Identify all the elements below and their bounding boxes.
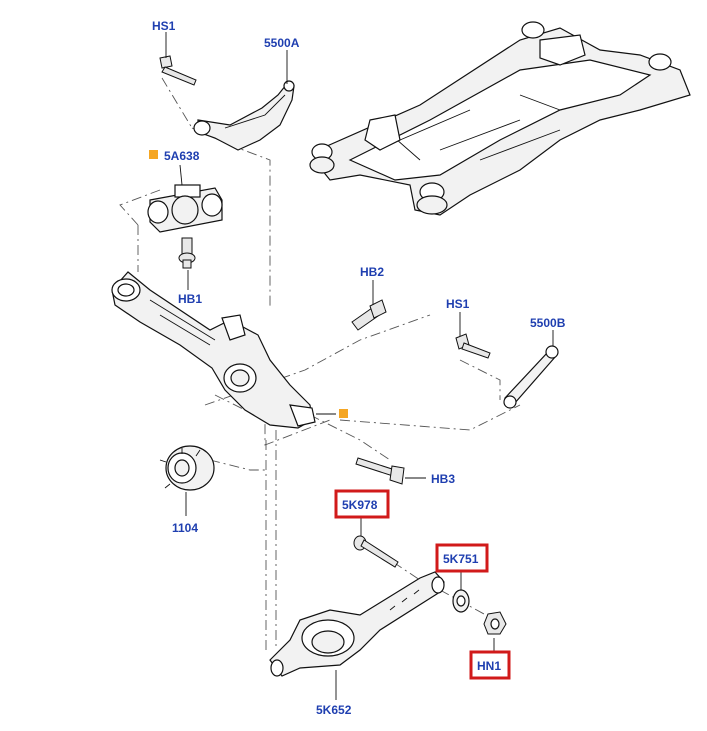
bolt-hs1-top <box>159 55 197 86</box>
bolt-hb2 <box>351 299 387 331</box>
label-hs1-top: HS1 <box>152 19 176 33</box>
label-5500b: 5500B <box>530 316 566 330</box>
callout-labels: HS1 5500A 5A638 HB1 HB2 HS1 5500B HB3 11… <box>152 19 566 717</box>
highlight-box-5k978 <box>334 489 390 519</box>
label-5k978: 5K978 <box>342 498 378 512</box>
knuckle-trailing-arm <box>111 271 316 429</box>
bolt-5k978 <box>353 535 399 568</box>
label-hb1: HB1 <box>178 292 202 306</box>
hub-1104 <box>159 445 215 491</box>
bushing-5a638 <box>147 184 223 233</box>
label-hb2: HB2 <box>360 265 384 279</box>
bushing-5k751 <box>452 589 470 613</box>
label-1104: 1104 <box>172 521 198 535</box>
bolt-hb1 <box>178 237 196 269</box>
rear-subframe <box>309 21 691 216</box>
label-hb3: HB3 <box>431 472 455 486</box>
highlight-box-hn1 <box>469 650 511 680</box>
label-hn1: HN1 <box>477 659 501 673</box>
label-hs1-right: HS1 <box>446 297 470 311</box>
highlight-box-5k751 <box>435 543 489 573</box>
lower-link-5500b <box>503 345 559 409</box>
bolt-hb3 <box>355 457 405 485</box>
leader-lines <box>165 32 554 700</box>
lower-control-arm-5k652 <box>269 571 445 677</box>
label-5k751: 5K751 <box>443 552 479 566</box>
label-5k652: 5K652 <box>316 703 352 717</box>
marker-square-knuckle <box>339 409 348 418</box>
upper-arm-5500a <box>193 80 295 151</box>
label-5a638: 5A638 <box>164 149 200 163</box>
marker-square-5a638 <box>149 150 158 159</box>
bolt-hs1-right <box>455 333 491 359</box>
label-5500a: 5500A <box>264 36 300 50</box>
nut-hn1 <box>483 611 507 635</box>
